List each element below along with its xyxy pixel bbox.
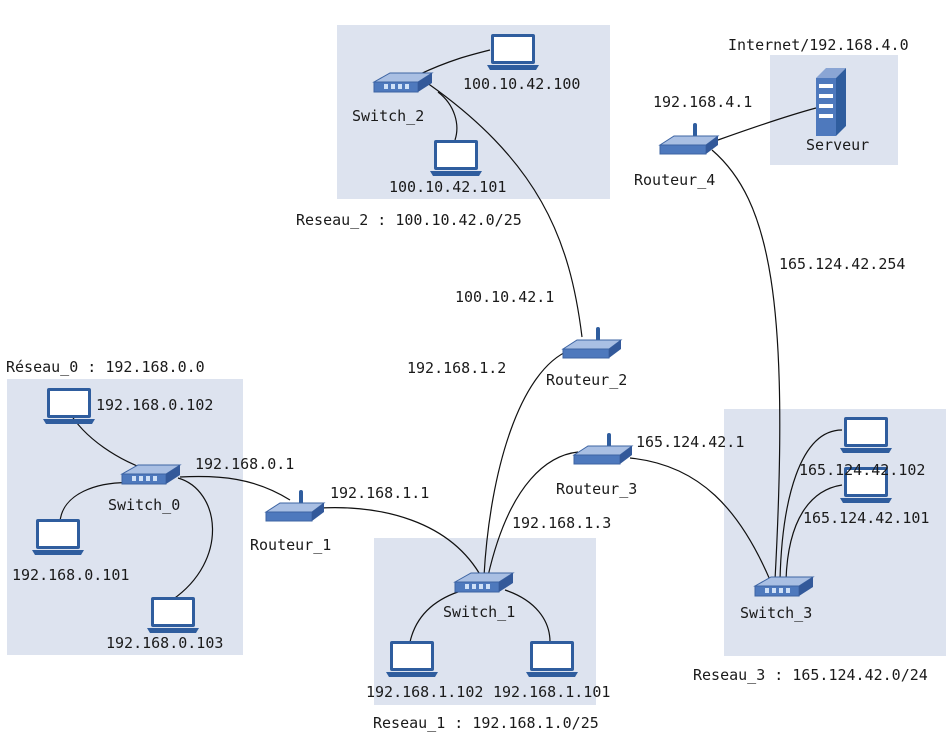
link-switch1-host101 bbox=[504, 589, 551, 643]
switch-label-1: Switch_1 bbox=[443, 603, 516, 621]
router-label-4: Routeur_4 bbox=[634, 171, 716, 189]
link-switch2-host101 bbox=[437, 91, 458, 141]
link-switch1-routeur3 bbox=[487, 451, 579, 577]
network-label-reseau-2: Reseau_2 : 100.10.42.0/25 bbox=[296, 211, 522, 229]
iface-routeur4-internet: 192.168.4.1 bbox=[653, 93, 753, 111]
router-icon-1 bbox=[265, 489, 325, 522]
router-label-3: Routeur_3 bbox=[556, 480, 638, 498]
router-label-2: Routeur_2 bbox=[546, 371, 628, 389]
router-icon-4 bbox=[659, 122, 719, 155]
link-switch3-host101 bbox=[785, 484, 843, 581]
link-routeur4-serveur bbox=[717, 107, 817, 141]
link-switch0-routeur1 bbox=[179, 475, 291, 501]
server-label: Serveur bbox=[806, 136, 870, 154]
host-label-192-168-0-103: 192.168.0.103 bbox=[106, 634, 224, 652]
host-label-192-168-1-102: 192.168.1.102 bbox=[366, 683, 484, 701]
iface-routeur2-reseau2: 100.10.42.1 bbox=[455, 288, 555, 306]
iface-routeur1-reseau1: 192.168.1.1 bbox=[330, 484, 430, 502]
zone-reseau-3 bbox=[724, 409, 946, 656]
network-label-reseau-0: Réseau_0 : 192.168.0.0 bbox=[6, 358, 205, 376]
router-label-1: Routeur_1 bbox=[250, 536, 332, 554]
switch-label-3: Switch_3 bbox=[740, 604, 813, 622]
iface-routeur1-reseau0: 192.168.0.1 bbox=[195, 455, 295, 473]
link-switch1-host102 bbox=[409, 589, 465, 643]
server-icon bbox=[816, 68, 846, 136]
host-label-100-10-42-101: 100.10.42.101 bbox=[389, 178, 507, 196]
link-routeur1-switch1 bbox=[319, 507, 483, 579]
router-icon-2 bbox=[562, 326, 622, 359]
network-label-reseau-3: Reseau_3 : 165.124.42.0/24 bbox=[693, 666, 928, 684]
link-switch3-host102 bbox=[779, 429, 843, 581]
link-routeur2-switch2 bbox=[419, 77, 583, 338]
link-switch0-host103 bbox=[171, 477, 214, 601]
links bbox=[59, 49, 843, 643]
host-label-165-124-42-101: 165.124.42.101 bbox=[803, 509, 930, 527]
iface-routeur3-reseau1: 192.168.1.3 bbox=[512, 514, 612, 532]
host-label-192-168-0-102: 192.168.0.102 bbox=[96, 396, 214, 414]
zone-reseau-0 bbox=[7, 379, 243, 655]
host-label-192-168-0-101: 192.168.0.101 bbox=[12, 566, 130, 584]
link-switch2-host100 bbox=[417, 49, 491, 76]
router-icon-3 bbox=[573, 432, 633, 465]
host-label-165-124-42-102: 165.124.42.102 bbox=[799, 461, 926, 479]
switch-label-0: Switch_0 bbox=[108, 496, 181, 514]
network-label-internet: Internet/192.168.4.0 bbox=[728, 36, 909, 54]
iface-routeur4-reseau3: 165.124.42.254 bbox=[779, 255, 906, 273]
link-routeur3-switch3 bbox=[629, 457, 771, 581]
host-label-100-10-42-100: 100.10.42.100 bbox=[463, 75, 581, 93]
network-label-reseau-1: Reseau_1 : 192.168.1.0/25 bbox=[373, 714, 599, 732]
iface-routeur2-reseau1: 192.168.1.2 bbox=[407, 359, 507, 377]
iface-routeur3-reseau3: 165.124.42.1 bbox=[636, 433, 745, 451]
link-routeur4-switch3 bbox=[711, 149, 781, 581]
switch-label-2: Switch_2 bbox=[352, 107, 425, 125]
host-label-192-168-1-101: 192.168.1.101 bbox=[493, 683, 611, 701]
link-switch1-routeur2 bbox=[483, 349, 571, 577]
